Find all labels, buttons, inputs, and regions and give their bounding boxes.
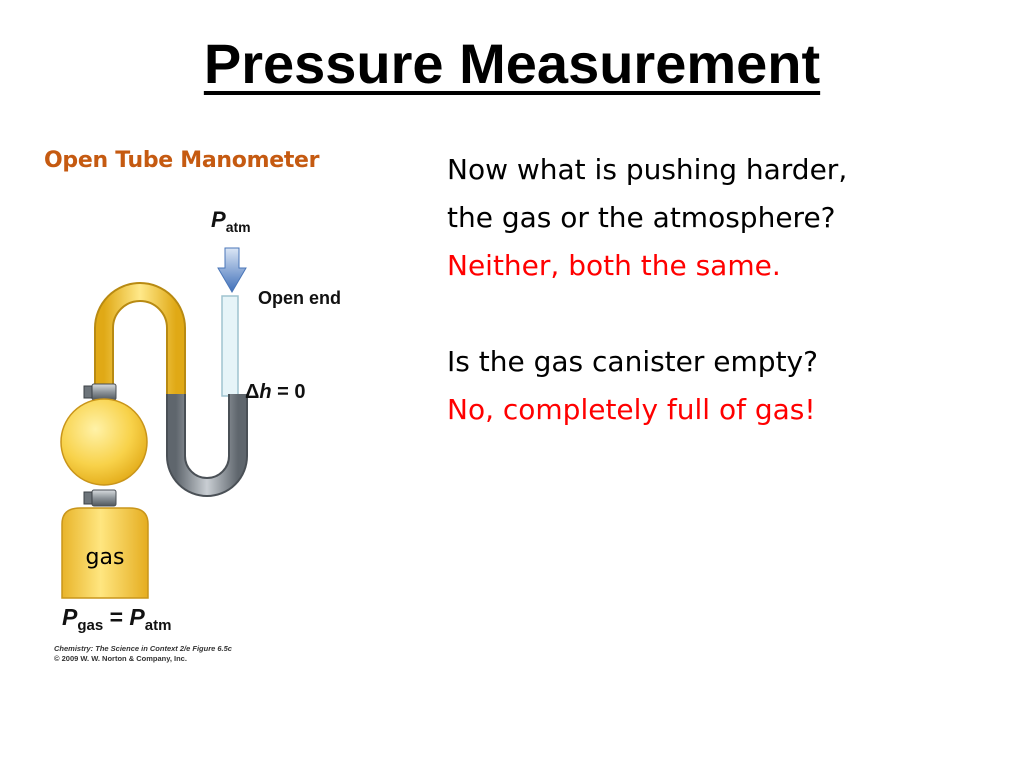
lower-valve-icon: [91, 489, 117, 507]
gas-tube: [96, 284, 184, 396]
pressure-equation: Pgas = Patm: [62, 604, 171, 634]
gas-canister: [61, 507, 149, 599]
mercury-column: [168, 394, 246, 495]
gas-bulb: [60, 398, 148, 486]
question-1-line-2: the gas or the atmosphere?: [447, 201, 836, 234]
open-end-label: Open end: [258, 288, 341, 308]
credit-line-2: © 2009 W. W. Norton & Company, Inc.: [54, 654, 187, 663]
delta-h-label: Δh = 0: [245, 381, 306, 403]
question-1-line-1: Now what is pushing harder,: [447, 153, 848, 186]
answer-2: No, completely full of gas!: [447, 393, 816, 426]
question-2: Is the gas canister empty?: [447, 345, 818, 378]
atm-pressure-arrow-icon: [217, 247, 247, 293]
answer-1: Neither, both the same.: [447, 249, 781, 282]
diagram-subtitle: Open Tube Manometer: [44, 148, 320, 173]
upper-valve-icon: [91, 383, 117, 401]
upper-valve-handle: [83, 385, 93, 399]
patm-label: Patm: [211, 207, 251, 235]
lower-valve-handle: [83, 491, 93, 505]
credit-line-1: Chemistry: The Science in Context 2/e Fi…: [54, 644, 233, 653]
open-tube-glass: [221, 295, 239, 397]
gas-label: gas: [86, 545, 125, 570]
spacer: [447, 290, 1007, 338]
explanation-text: Now what is pushing harder, the gas or t…: [447, 146, 1007, 434]
slide-title: Pressure Measurement: [203, 32, 821, 95]
